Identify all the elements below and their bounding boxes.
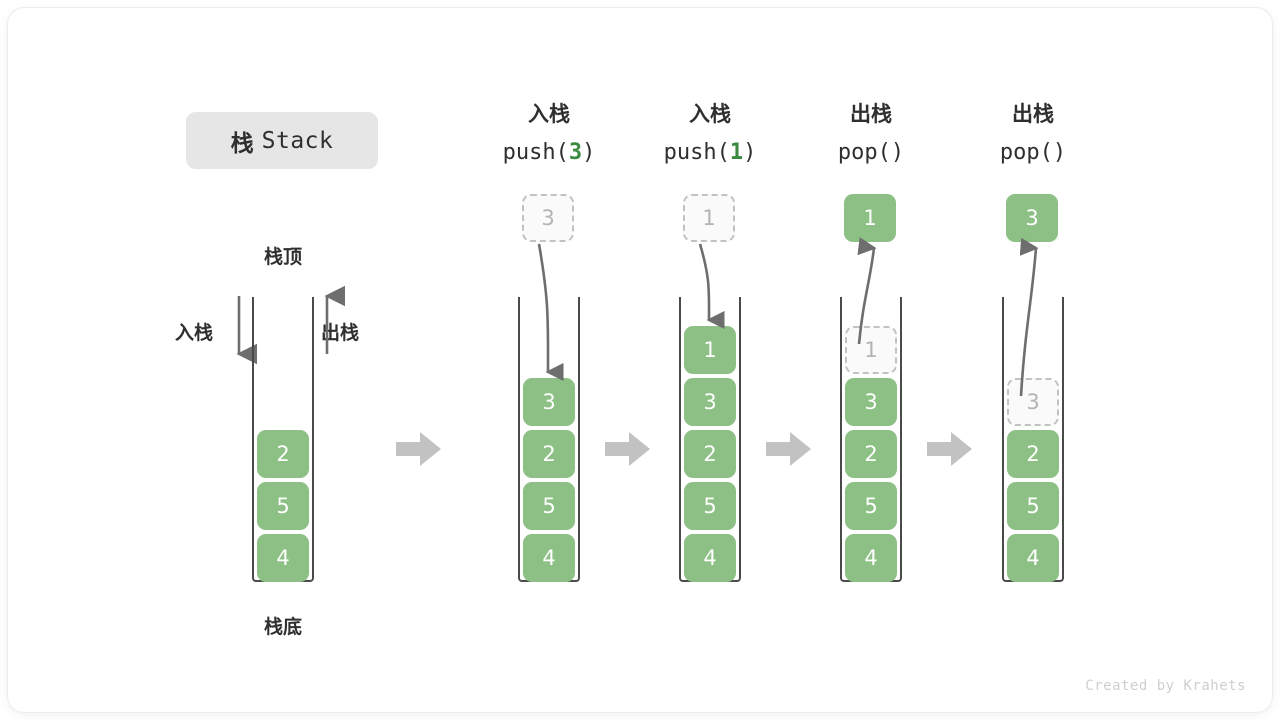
stack-cell: 4 xyxy=(257,534,309,582)
operation-label: 出栈 pop() xyxy=(781,96,961,172)
operation-name: 入栈 xyxy=(528,103,570,126)
operation-code: pop() xyxy=(999,140,1067,165)
label-pop: 出栈 xyxy=(321,323,360,344)
stack-cell: 5 xyxy=(257,482,309,530)
stack-cell: 2 xyxy=(845,430,897,478)
stack-cell-ghost: 3 xyxy=(1007,378,1059,426)
title-badge: 栈 Stack xyxy=(186,112,378,169)
operation-label: 出栈 pop() xyxy=(943,96,1123,172)
title-cn: 栈 xyxy=(230,129,254,156)
stack-cell: 3 xyxy=(684,378,736,426)
stack-cell: 2 xyxy=(257,430,309,478)
operation-label: 入栈 push(1) xyxy=(620,96,800,172)
stack-cell-ghost: 1 xyxy=(845,326,897,374)
operation-label: 入栈 push(3) xyxy=(459,96,639,172)
stack-cell: 5 xyxy=(845,482,897,530)
operation-argument: 1 xyxy=(729,140,744,165)
stack-cell: 3 xyxy=(845,378,897,426)
watermark: Created by Krahets xyxy=(1085,678,1246,694)
operation-name: 出栈 xyxy=(1012,103,1054,126)
stack-cell: 2 xyxy=(1007,430,1059,478)
stack-cell: 4 xyxy=(1007,534,1059,582)
step-arrow-3 xyxy=(766,432,811,466)
title-en: Stack xyxy=(261,127,334,154)
step-arrow-1 xyxy=(396,432,441,466)
stack-cell: 1 xyxy=(684,326,736,374)
stack-cell: 5 xyxy=(684,482,736,530)
pending-push-value: 1 xyxy=(683,194,735,242)
stack-cell: 4 xyxy=(845,534,897,582)
operation-name: 出栈 xyxy=(850,103,892,126)
pending-push-value: 3 xyxy=(522,194,574,242)
step-arrow-4 xyxy=(927,432,972,466)
operation-code: pop() xyxy=(837,140,905,165)
label-push: 入栈 xyxy=(175,323,214,344)
operation-argument: 3 xyxy=(568,140,583,165)
stack-cell: 3 xyxy=(523,378,575,426)
popped-value: 3 xyxy=(1006,194,1058,242)
label-stack-top: 栈顶 xyxy=(263,247,302,268)
operation-code: push(3) xyxy=(502,140,596,165)
stack-cell: 5 xyxy=(523,482,575,530)
step-arrow-2 xyxy=(605,432,650,466)
stack-cell: 4 xyxy=(523,534,575,582)
operation-name: 入栈 xyxy=(689,103,731,126)
stack-cell: 2 xyxy=(684,430,736,478)
popped-value: 1 xyxy=(844,194,896,242)
label-stack-bottom: 栈底 xyxy=(263,617,302,638)
stack-cell: 5 xyxy=(1007,482,1059,530)
operation-code: push(1) xyxy=(663,140,757,165)
stack-cell: 4 xyxy=(684,534,736,582)
stack-cell: 2 xyxy=(523,430,575,478)
